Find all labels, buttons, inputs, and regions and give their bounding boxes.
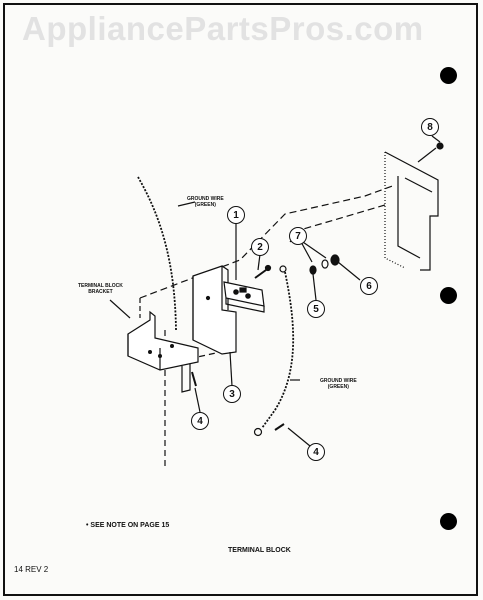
callout-8: 8: [421, 118, 439, 136]
callout-1: 1: [227, 206, 245, 224]
callout-4-right: 4: [307, 443, 325, 461]
watermark: AppliancePartsPros.com: [22, 10, 424, 47]
screw-8: [436, 142, 444, 150]
label-ground-wire-top: GROUND WIRE (GREEN): [187, 196, 224, 208]
screw-4-left: [191, 371, 197, 387]
callout-6: 6: [360, 277, 378, 295]
note-text: • SEE NOTE ON PAGE 15: [86, 522, 170, 529]
callout-7: 7: [289, 227, 307, 245]
nut-washers: [309, 254, 340, 275]
page-reference: 14 REV 2: [14, 565, 49, 574]
leader-ground-top: [177, 201, 196, 207]
callout-3: 3: [223, 385, 241, 403]
binder-hole-top: [440, 67, 457, 84]
callout-5: 5: [307, 300, 325, 318]
diagram-title: TERMINAL BLOCK: [228, 547, 291, 554]
leader-7: [299, 239, 327, 263]
ground-wire-top: [137, 176, 177, 331]
leader-8: [431, 135, 441, 143]
leader-6: [337, 261, 361, 281]
binder-hole-middle: [440, 287, 457, 304]
ground-wire-bottom: [253, 265, 295, 437]
terminal-block: [223, 281, 265, 313]
label-ground-wire-bottom: GROUND WIRE (GREEN): [320, 378, 357, 390]
leader-bracket: [109, 299, 131, 319]
binder-hole-bottom: [440, 513, 457, 530]
leader-4b: [287, 427, 311, 447]
leader-5: [312, 273, 317, 301]
leader-2: [257, 253, 261, 271]
leader-4a: [194, 387, 201, 413]
cabinet-section: [384, 142, 444, 271]
screw-4-bottom: [274, 423, 285, 431]
mounting-plate: [192, 265, 237, 355]
terminal-block-bracket: [127, 310, 199, 393]
page-border: [3, 3, 478, 596]
label-terminal-block-bracket: TERMINAL BLOCK BRACKET: [78, 283, 123, 295]
screw-2: [254, 264, 272, 279]
leader-3: [229, 351, 233, 387]
callout-4-left: 4: [191, 412, 209, 430]
callout-2: 2: [251, 238, 269, 256]
